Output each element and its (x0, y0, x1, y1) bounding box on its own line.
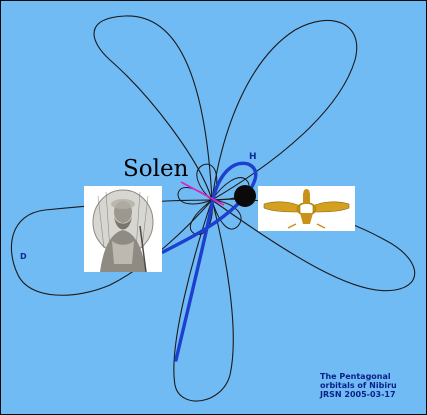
h-label: H (249, 152, 257, 162)
faravahar-icon (258, 186, 355, 231)
caption-line-2: orbitals of Nibiru (320, 381, 420, 390)
caption-line-1: The Pentagonal (320, 372, 420, 381)
faravahar-emblem-image (258, 186, 355, 231)
d-label: D (20, 252, 27, 261)
portrait-icon (84, 186, 162, 272)
solen-label: Solen (123, 158, 188, 181)
planet-dot (234, 185, 256, 207)
diagram-caption: The Pentagonal orbitals of Nibiru JRSN 2… (320, 372, 420, 399)
engraved-portrait-image (84, 186, 162, 272)
caption-line-3: JRSN 2005-03-17 (320, 390, 420, 399)
petal-top-right (212, 20, 357, 200)
